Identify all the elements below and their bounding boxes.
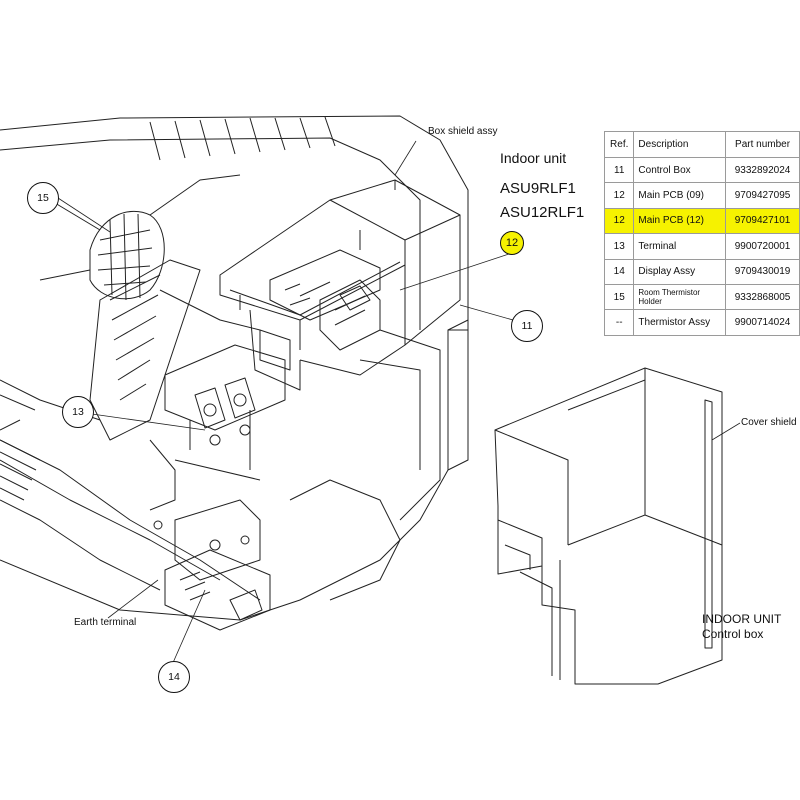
indoor-unit-label: Indoor unit bbox=[500, 150, 567, 166]
row-description: Main PCB (09) bbox=[633, 182, 727, 209]
header-part-number: Part number bbox=[725, 131, 800, 158]
table-row: 15 Room Thermistor Holder 9332868005 bbox=[603, 283, 800, 311]
row-description: Display Assy bbox=[633, 258, 727, 285]
row-ref: 15 bbox=[603, 283, 635, 311]
row-part-number: 9900714024 bbox=[725, 309, 800, 336]
row-description: Control Box bbox=[633, 156, 727, 184]
callout-13: 13 bbox=[62, 396, 94, 428]
row-ref: 12 bbox=[603, 207, 635, 235]
table-row: 12 Main PCB (09) 9709427095 bbox=[603, 182, 800, 209]
parts-table: Ref. Description Part number 11 Control … bbox=[603, 131, 800, 336]
control-box-title: INDOOR UNIT Control box bbox=[702, 612, 781, 642]
fan-motor-assembly bbox=[39, 174, 261, 331]
control-box-title-line-1: INDOOR UNIT bbox=[702, 612, 782, 626]
louver-strips bbox=[0, 439, 41, 501]
table-row: -- Thermistor Assy 9900714024 bbox=[603, 309, 800, 336]
model-number-2: ASU12RLF1 bbox=[500, 204, 585, 221]
box-shield-assy bbox=[219, 179, 461, 391]
control-box-title-line-2: Control box bbox=[702, 627, 764, 641]
terminal-block bbox=[149, 344, 286, 511]
table-row: 14 Display Assy 9709430019 bbox=[603, 258, 800, 285]
row-description: Main PCB (12) bbox=[633, 207, 727, 235]
row-ref: 13 bbox=[603, 233, 635, 260]
row-part-number: 9332892024 bbox=[725, 156, 800, 184]
row-ref: 12 bbox=[603, 182, 635, 209]
table-row: 13 Terminal 9900720001 bbox=[603, 233, 800, 260]
table-row: 11 Control Box 9332892024 bbox=[603, 156, 800, 184]
leader-lines bbox=[57, 140, 741, 666]
main-pcb bbox=[269, 249, 381, 321]
row-ref: -- bbox=[603, 309, 635, 336]
header-description: Description bbox=[633, 131, 727, 158]
row-ref: 14 bbox=[603, 258, 635, 285]
ribbed-rail bbox=[0, 259, 201, 441]
callout-15: 15 bbox=[27, 182, 59, 214]
callout-12-highlighted: 12 bbox=[500, 231, 524, 255]
header-ref: Ref. bbox=[603, 131, 635, 158]
display-assy bbox=[153, 499, 271, 631]
parts-table-header: Ref. Description Part number bbox=[603, 131, 800, 158]
callout-14: 14 bbox=[158, 661, 190, 693]
box-shield-assy-label: Box shield assy bbox=[428, 126, 498, 137]
cover-shield-part bbox=[494, 367, 723, 685]
callout-11: 11 bbox=[511, 310, 543, 342]
model-number-1: ASU9RLF1 bbox=[500, 180, 576, 197]
row-ref: 11 bbox=[603, 156, 635, 184]
top-grille bbox=[149, 116, 336, 161]
row-part-number: 9709430019 bbox=[725, 258, 800, 285]
row-description: Room Thermistor Holder bbox=[633, 283, 727, 311]
chassis-outline bbox=[0, 115, 469, 621]
table-row-highlighted: 12 Main PCB (12) 9709427101 bbox=[603, 207, 800, 235]
row-description: Terminal bbox=[633, 233, 727, 260]
row-part-number: 9709427101 bbox=[725, 207, 800, 235]
row-part-number: 9900720001 bbox=[725, 233, 800, 260]
earth-terminal-label: Earth terminal bbox=[74, 617, 137, 628]
row-description: Thermistor Assy bbox=[633, 309, 727, 336]
row-part-number: 9332868005 bbox=[725, 283, 800, 311]
cover-shield-label: Cover shield bbox=[741, 417, 797, 428]
row-part-number: 9709427095 bbox=[725, 182, 800, 209]
